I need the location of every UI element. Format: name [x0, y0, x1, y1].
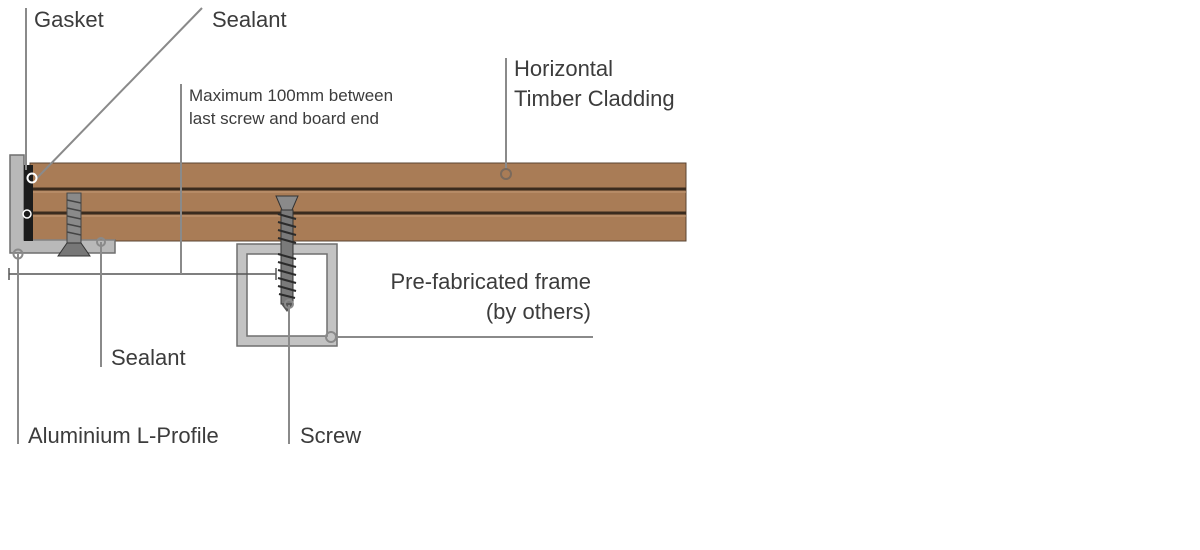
main-screw	[275, 195, 299, 312]
max-note-line1: Maximum 100mm between	[189, 86, 393, 105]
sealant-bottom-dot	[96, 237, 106, 247]
l-profile-dot	[12, 248, 24, 260]
gasket-label: Gasket	[34, 7, 104, 32]
gasket	[22, 165, 33, 241]
sealant-top-label: Sealant	[212, 7, 287, 32]
cladding-label-line1: Horizontal	[514, 56, 613, 81]
frame-label-line2: (by others)	[486, 299, 591, 324]
sealant-bottom-label: Sealant	[111, 345, 186, 370]
cladding-label-line2: Timber Cladding	[514, 86, 675, 111]
l-profile-screw	[57, 192, 91, 257]
leader-dots	[12, 168, 512, 343]
frame-label-line1: Pre-fabricated frame	[390, 269, 591, 294]
sealant-top-dot	[26, 172, 38, 184]
screw-label: Screw	[300, 423, 361, 448]
max-note-line2: last screw and board end	[189, 109, 379, 128]
leader-lines	[17, 7, 593, 444]
dimension-line	[8, 268, 277, 280]
frame-dot	[325, 331, 337, 343]
cladding-dot	[500, 168, 512, 180]
timber-cladding-boards	[29, 162, 687, 242]
screw-dot	[284, 299, 294, 309]
l-profile-label: Aluminium L-Profile	[28, 423, 219, 448]
